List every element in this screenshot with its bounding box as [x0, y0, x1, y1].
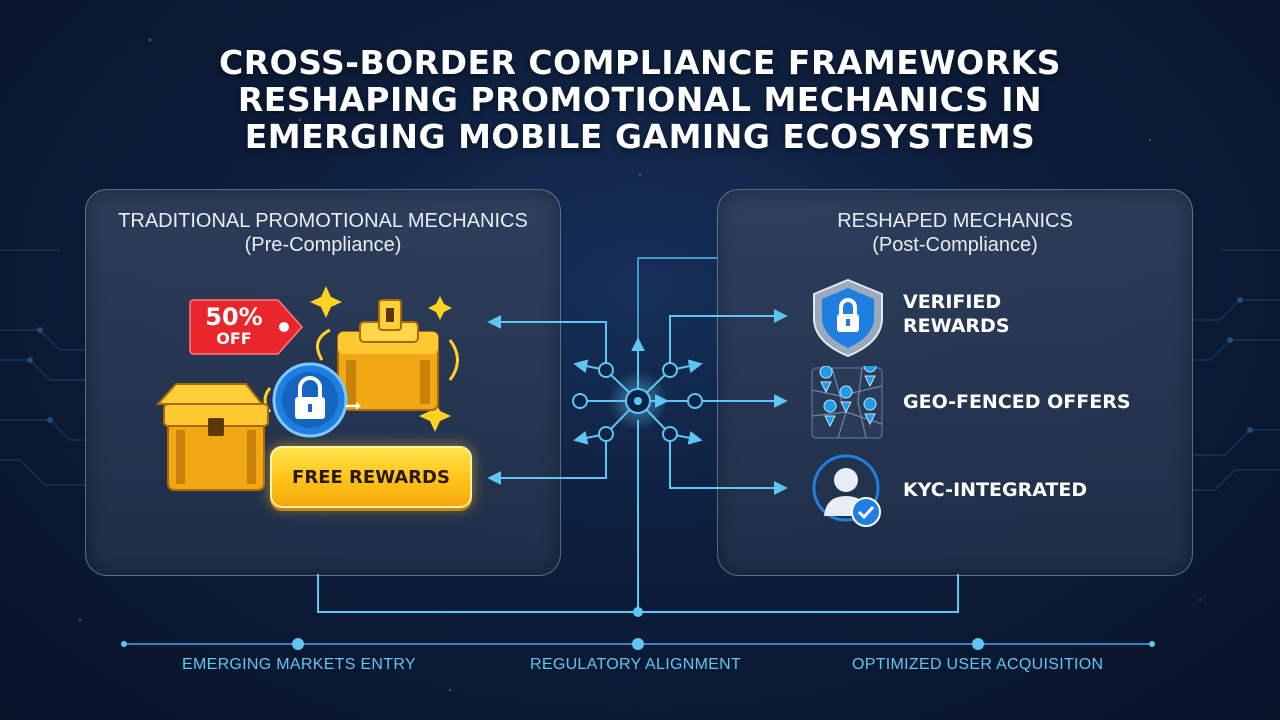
- node: [598, 362, 614, 378]
- reshaped-mechanics-panel: RESHAPED MECHANICS (Post-Compliance): [717, 189, 1193, 576]
- left-panel-title: TRADITIONAL PROMOTIONAL MECHANICS: [118, 210, 528, 232]
- sparkle-icon: [310, 286, 452, 432]
- verified-rewards-label: VERIFIED REWARDS: [903, 290, 1010, 338]
- verified-user-icon: [812, 454, 881, 527]
- map-pins-icon: [811, 366, 883, 439]
- right-panel-title: RESHAPED MECHANICS: [837, 210, 1073, 232]
- discount-tag: 50% OFF: [188, 296, 304, 358]
- verified-rewards-line-1: VERIFIED: [903, 291, 1002, 313]
- left-panel-heading: TRADITIONAL PROMOTIONAL MECHANICS (Pre-C…: [86, 209, 560, 257]
- open-chest-icon: [155, 383, 269, 491]
- footer-label-regulatory-alignment: REGULATORY ALIGNMENT: [530, 656, 742, 673]
- title-line-2: RESHAPING PROMOTIONAL MECHANICS IN: [237, 80, 1043, 119]
- geo-fenced-offers-label: GEO-FENCED OFFERS: [903, 391, 1131, 413]
- page-title: CROSS-BORDER COMPLIANCE FRAMEWORKS RESHA…: [0, 44, 1280, 155]
- bus-node: [633, 607, 643, 617]
- kyc-integrated-label: KYC-INTEGRATED: [903, 479, 1088, 501]
- tag-percent: 50%: [205, 303, 263, 331]
- node: [598, 426, 614, 442]
- title-line-1: CROSS-BORDER COMPLIANCE FRAMEWORKS: [219, 43, 1061, 82]
- footer-label-user-acquisition: OPTIMIZED USER ACQUISITION: [852, 656, 1104, 673]
- treasure-chest-icon: [316, 299, 459, 411]
- lock-shield-icon: [813, 278, 883, 358]
- node: [662, 362, 678, 378]
- title-line-3: EMERGING MOBILE GAMING ECOSYSTEMS: [244, 117, 1036, 156]
- node: [572, 393, 588, 409]
- timeline-node: [972, 638, 984, 650]
- verified-rewards-line-2: REWARDS: [903, 315, 1010, 337]
- tag-word: OFF: [216, 329, 252, 348]
- timeline-node: [292, 638, 304, 650]
- right-panel-heading: RESHAPED MECHANICS (Post-Compliance): [718, 209, 1192, 257]
- rewards-illustration: [155, 286, 459, 491]
- left-panel-subtitle: (Pre-Compliance): [244, 234, 402, 256]
- node: [687, 393, 703, 409]
- free-rewards-button[interactable]: FREE REWARDS: [270, 446, 472, 508]
- node: [662, 426, 678, 442]
- lock-icon: [263, 362, 361, 438]
- timeline-node: [632, 638, 644, 650]
- right-panel-subtitle: (Post-Compliance): [872, 234, 1038, 256]
- footer-label-emerging-markets: EMERGING MARKETS ENTRY: [182, 656, 416, 673]
